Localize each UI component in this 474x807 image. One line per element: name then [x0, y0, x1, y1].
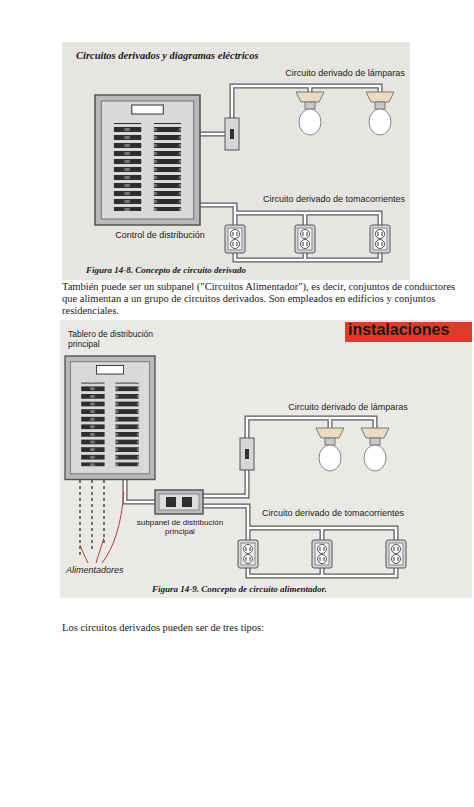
- feeder-lines: [80, 480, 104, 555]
- figure-caption: Figura 14-9. Concepto de circuito alimen…: [150, 584, 329, 594]
- outlet-symbol: [225, 225, 406, 568]
- body-text: También puede ser un subpanel ("Circuito…: [62, 281, 470, 317]
- banner-text: instalaciones: [348, 321, 470, 339]
- panel-label: Tablero de distribución principal: [66, 330, 180, 350]
- leader-line: [80, 492, 124, 563]
- circuit-label: Circuito derivado de tomacorrientes: [260, 508, 406, 518]
- circuit-label: Circuito derivado de tomacorrientes: [261, 194, 407, 204]
- circuit-label: Circuito derivado de lámparas: [283, 68, 407, 78]
- circuit-label: Circuito derivado de lámparas: [286, 402, 410, 412]
- figure-ground: [62, 42, 410, 280]
- subpanel: [155, 490, 203, 514]
- body-text: Los circuitos derivados pueden ser de tr…: [62, 622, 470, 634]
- figure-caption: Figura 14-8. Concepto de circuito deriva…: [84, 265, 248, 275]
- figure-ground: [60, 320, 472, 598]
- panel-label: Control de distribución: [113, 230, 207, 240]
- banner: [345, 322, 472, 342]
- subpanel-label: subpanel de distribución principal: [126, 518, 234, 536]
- section-heading: Circuitos derivados y diagramas eléctric…: [74, 50, 261, 62]
- feeder-label: Alimentadores: [64, 565, 126, 575]
